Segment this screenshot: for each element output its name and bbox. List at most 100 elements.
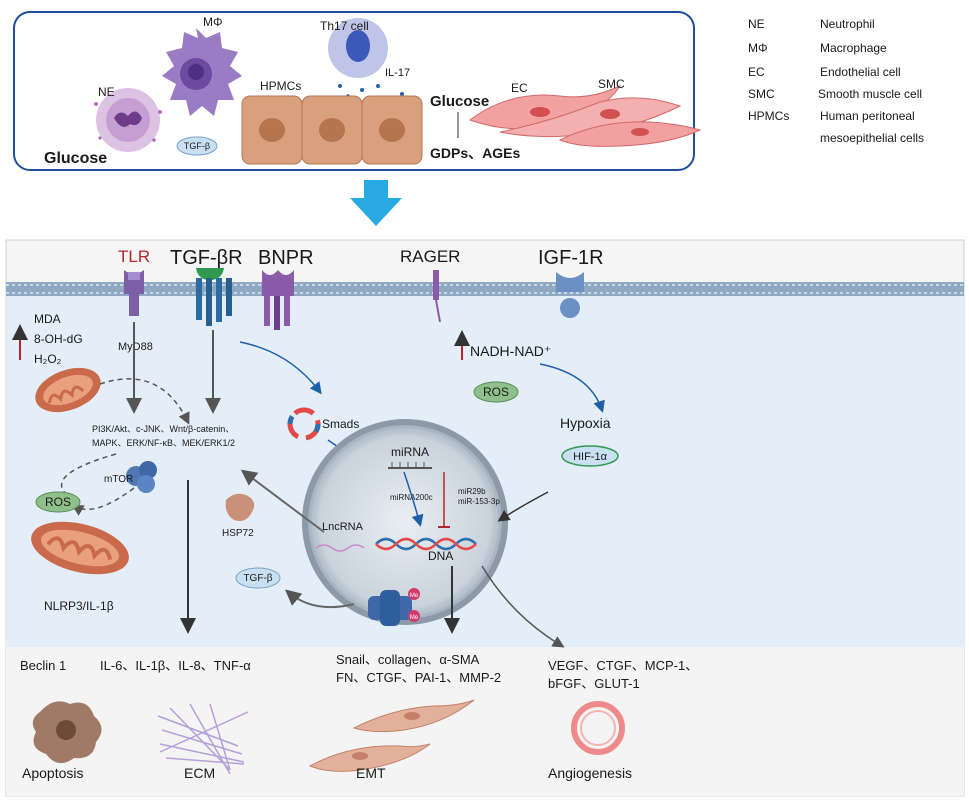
th17-label: Th17 cell [320,19,369,33]
angio-markers-line2: bFGF、GLUT-1 [548,676,640,691]
outcome-area [6,647,964,796]
angio-markers-line1: VEGF、CTGF、MCP-1、 [548,658,698,673]
macrophage-icon [162,28,242,116]
mtor-label: mTOR [104,474,133,485]
dna-helix-icon [375,537,477,551]
smads-label: Smads [322,417,359,431]
pathways-line1: PI3K/Akt、c-JNK、Wnt/β-catenin、 [92,424,234,434]
bnpr-to-smads-arrow [239,341,322,395]
mda-label: MDA [34,312,61,326]
cell-membrane [6,282,964,296]
tlr-label: TLR [118,247,150,266]
h2o2-label: H₂O₂ [34,352,62,366]
hpmcs-icon [241,95,423,165]
pathway-to-ros-arrow [60,453,117,495]
down-arrow-icon [350,180,402,226]
nlrp3-label: NLRP3/IL-1β [44,599,114,613]
th17-cell-icon [328,18,404,104]
legend-full-0: Neutrophil [820,17,875,31]
mitochondria-bottom-icon [31,521,129,575]
smads-icon [287,407,321,441]
lncrna-to-pathway-arrow [240,469,325,533]
me-label-1: Me [410,593,419,599]
hypoxia-label: Hypoxia [560,415,611,431]
tgfb-cell-badge [235,567,281,589]
mtor-icon [126,461,157,493]
igf1r-receptor-icon [556,272,584,318]
legend-full-4: Human peritoneal [820,109,915,123]
legend-abbr-0: NE [748,17,765,31]
bnpr-receptor-icon [262,270,294,330]
lncrna-strand-icon [315,544,365,552]
hif-badge [561,445,619,467]
mirna-label: miRNA [391,445,429,459]
beclin-label: Beclin 1 [20,658,66,673]
ros-right-label: ROS [483,385,509,399]
angiogenesis-label: Angiogenesis [548,765,632,781]
ecm-icon [157,703,249,775]
glucose-right-label: Glucose [430,93,489,110]
emt-markers-line2: FN、CTGF、PAI-1、MMP-2 [336,670,501,685]
cytokines-label: IL-6、IL-1β、IL-8、TNF-α [100,658,251,673]
ohdg-label: 8-OH-dG [34,332,83,346]
apoptosis-label: Apoptosis [22,765,83,781]
legend-full-1: Macrophage [820,41,887,55]
nadh-label: NADH-NAD⁺ [470,343,551,359]
emt-icon [308,699,475,772]
apoptosis-icon [32,701,102,764]
legend-abbr-2: EC [748,65,765,79]
mirna-activate-arrow [403,471,424,527]
emt-label: EMT [356,765,386,781]
tgfbr-label: TGF-βR [170,247,243,269]
hsp72-icon [225,493,255,521]
mir29b-label: miR29b [458,487,486,496]
igf1r-label: IGF-1R [538,247,604,269]
tgfbr-receptor-icon [196,268,232,326]
rager-receptor-icon [433,270,441,323]
dna-label: DNA [428,549,453,563]
mirna-icon [388,462,432,469]
ecm-label: ECM [184,765,215,781]
ec-smc-icon [468,84,702,147]
chromatin-to-tgfb-arrow [284,589,355,609]
il17-label: IL-17 [385,67,410,79]
nadh-to-hypoxia-arrow [539,363,605,413]
pathways-line2: MAPK、ERK/NF-κB、MEK/ERK1/2 [92,438,235,448]
gdps-label: GDPs、AGEs [430,145,520,161]
tgfb-cell-label: TGF-β [243,573,272,584]
angiogenesis-icon [571,701,625,755]
ros-right-badge [473,381,519,403]
lncrna-label: LncRNA [322,521,364,533]
chromatin-icon [368,588,420,626]
tgfb-top-badge [176,136,218,156]
ec-label: EC [511,81,528,95]
hsp72-label: HSP72 [222,528,254,539]
mitochondria-top-icon [35,367,101,413]
hpmcs-label: HPMCs [260,79,301,93]
ros-left-badge [35,491,81,513]
myd88-label: MyD88 [118,341,153,353]
legend-full-3: Smooth muscle cell [818,87,922,101]
hif-to-dna-arrow [497,491,549,522]
glucose-left-label: Glucose [44,150,107,167]
smc-label: SMC [598,77,625,91]
legend-full-2: Endothelial cell [820,65,901,79]
ne-label: NE [98,85,115,99]
rager-label: RAGER [400,247,460,266]
tlr-receptor-icon [124,270,144,316]
mir153-label: miR-153-3p [458,497,500,506]
emt-markers-line1: Snail、collagen、α-SMA [336,652,480,667]
legend-full2-4: mesoepithelial cells [820,131,924,145]
legend: NE Neutrophil MΦ Macrophage EC Endotheli… [748,17,924,145]
legend-abbr-1: MΦ [748,41,768,55]
mito-to-pathway-arrow [99,378,190,425]
mphi-label: MΦ [203,15,223,29]
me-label-2: Me [410,615,419,621]
neutrophil-icon [94,88,162,152]
legend-abbr-4: HPMCs [748,109,789,123]
hif-label: HIF-1α [573,451,608,463]
mtor-to-ros-arrow [71,487,135,516]
dna-angio-arrow [481,565,565,648]
